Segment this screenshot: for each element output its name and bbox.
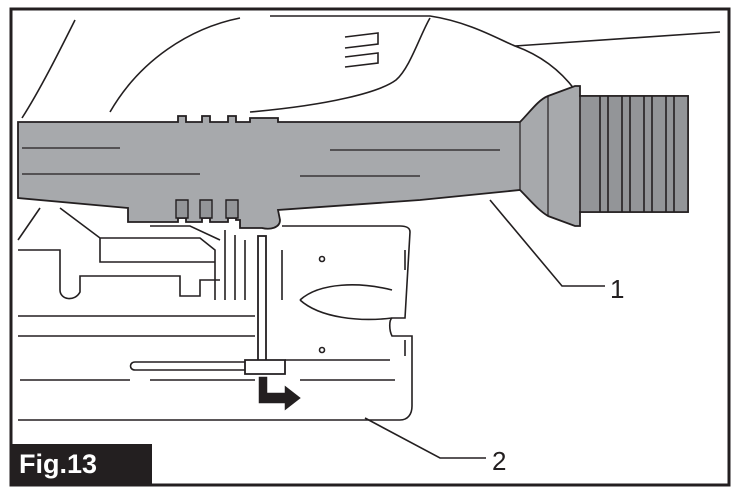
tool-housing [21, 15, 721, 119]
callout-2: 2 [364, 417, 506, 476]
figure-label: Fig.13 [11, 444, 152, 485]
callout-1: 1 [489, 199, 624, 304]
figure-frame [9, 7, 731, 487]
hose-ribs [599, 96, 675, 212]
arrow-right-icon [257, 375, 304, 414]
hose-adapter [17, 85, 689, 230]
lock-mechanism [17, 207, 246, 300]
callout-2-number: 2 [492, 446, 506, 476]
hose-cuff [579, 95, 689, 213]
release-lever [244, 235, 286, 375]
callout-1-number: 1 [610, 274, 624, 304]
base-plate [18, 225, 413, 421]
